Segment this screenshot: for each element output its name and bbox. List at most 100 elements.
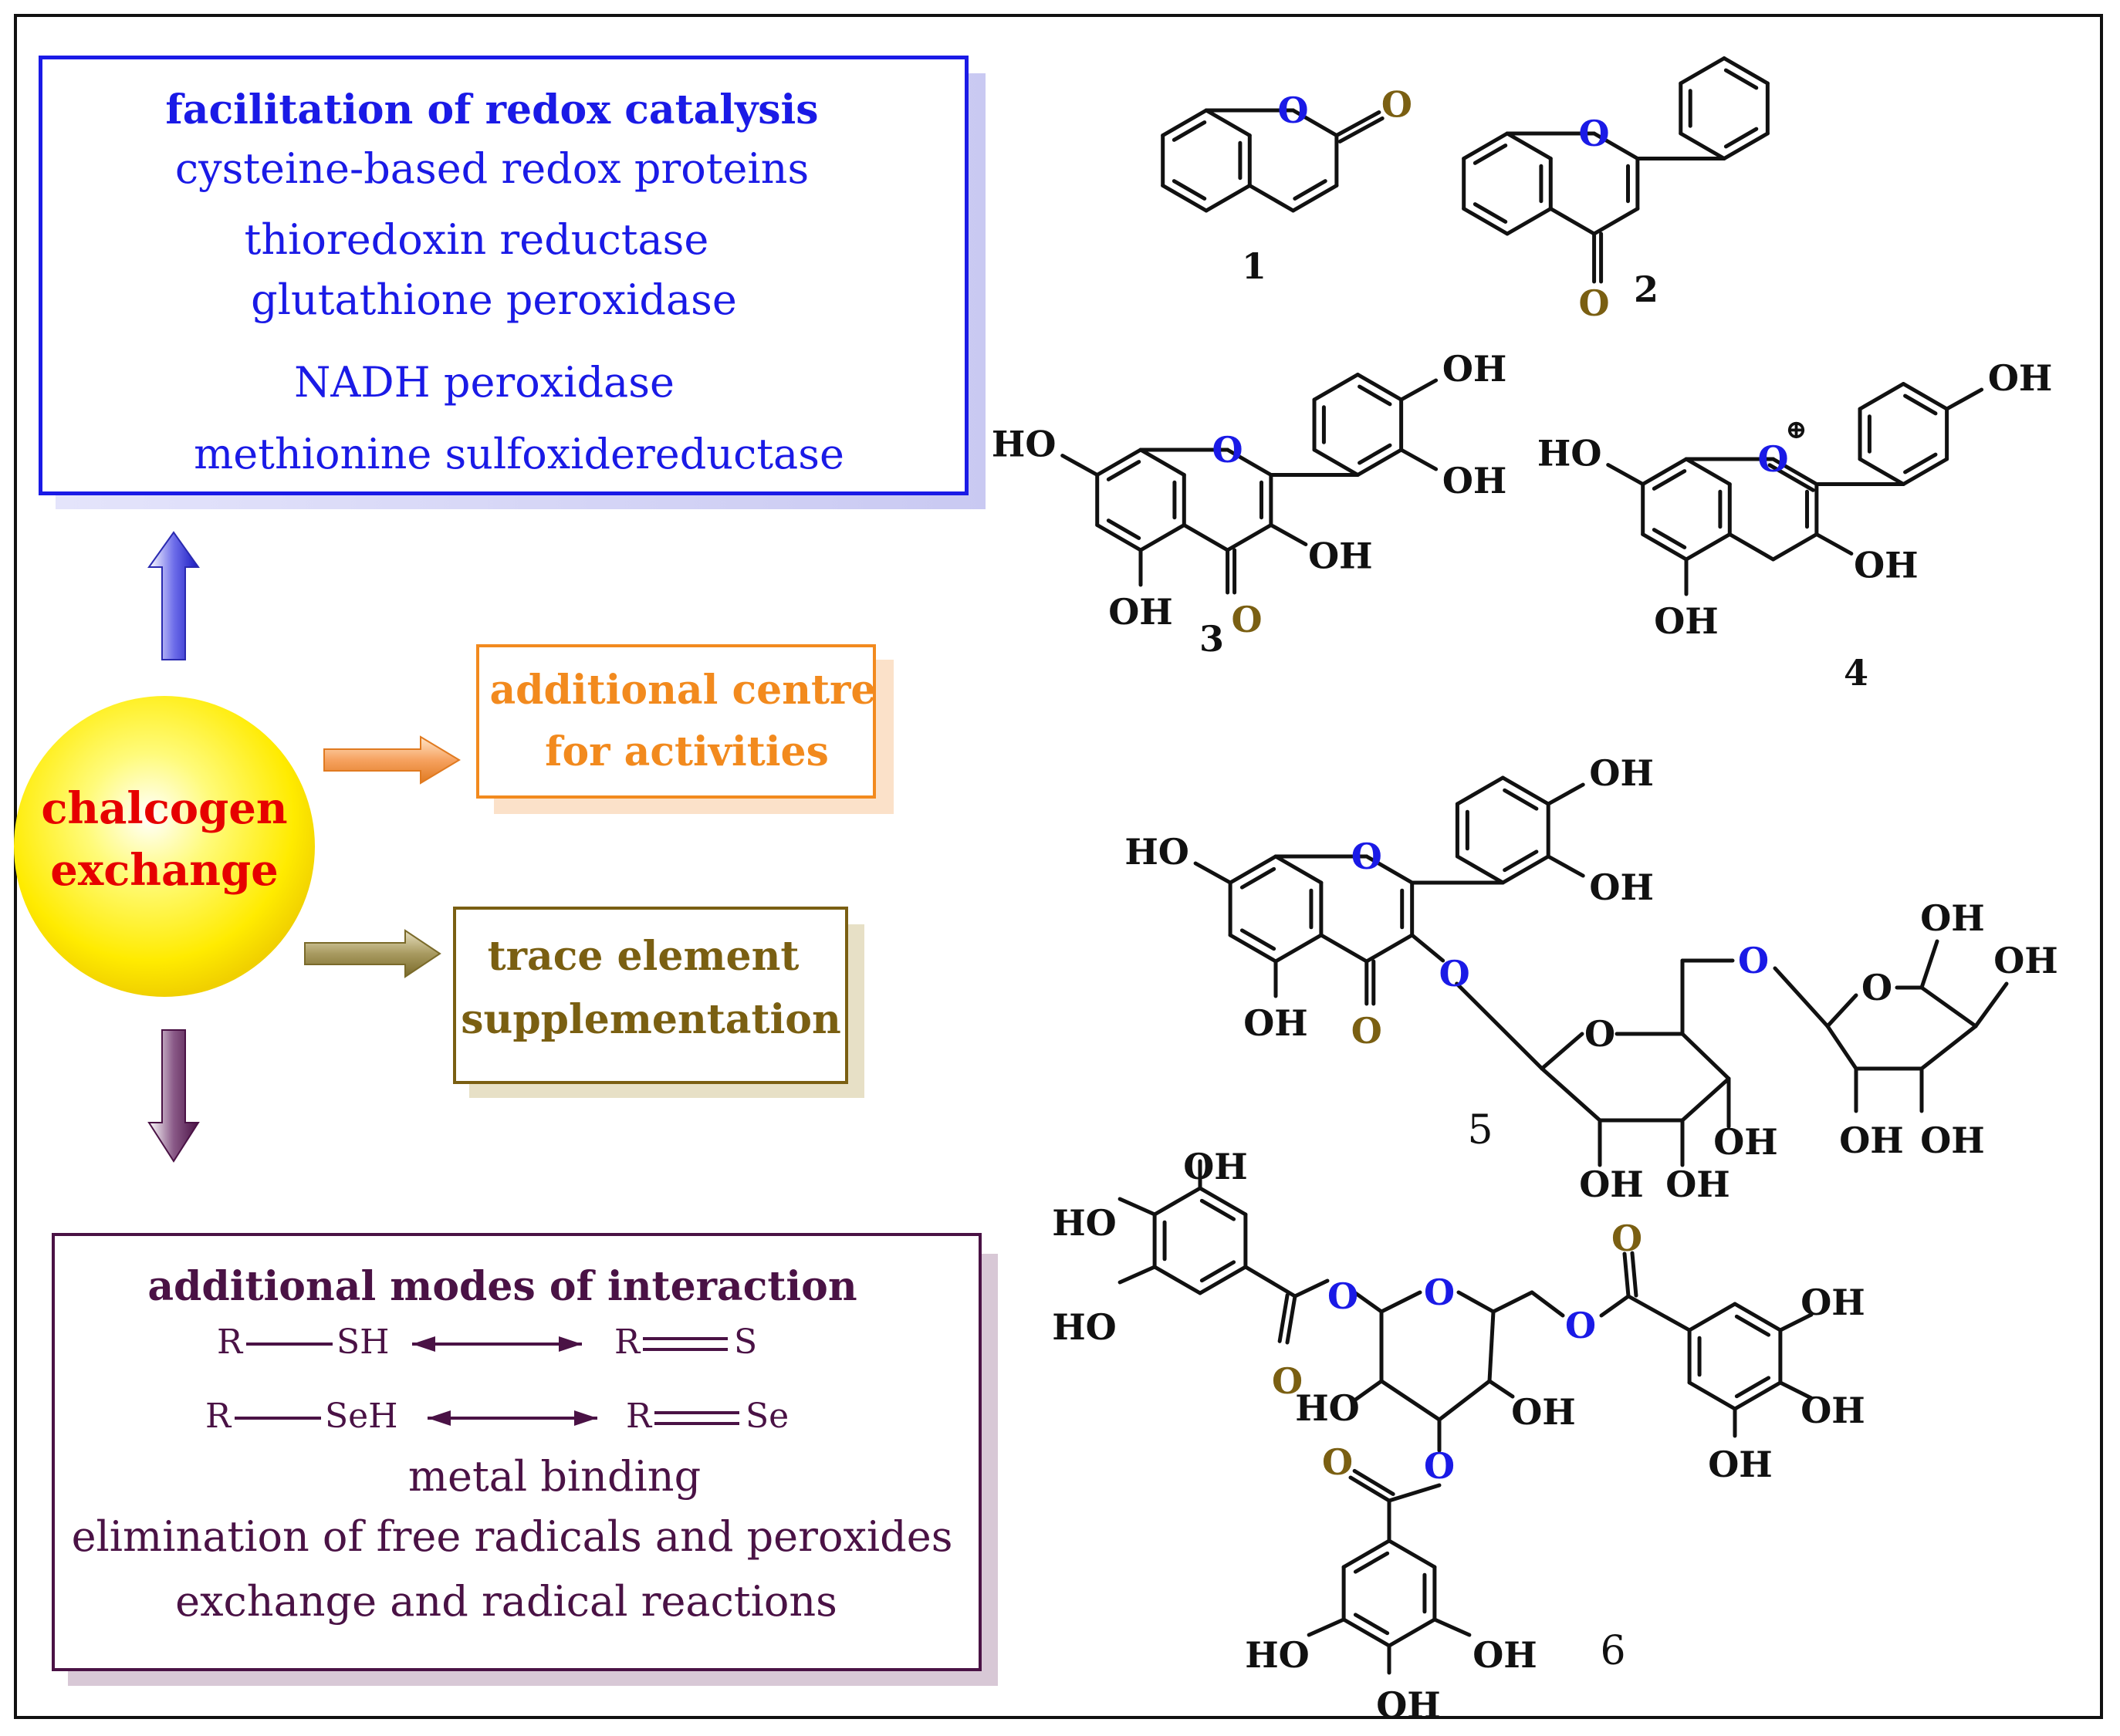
- hydroxyl: OH: [1993, 940, 2058, 981]
- bond: [1630, 1251, 1638, 1298]
- bond: [1312, 448, 1360, 477]
- bond: [1734, 1376, 1771, 1399]
- bond: [1273, 933, 1324, 964]
- modes-box: additional modes of interaction R SH R S…: [52, 1233, 982, 1671]
- bond: [1399, 378, 1439, 402]
- bond: [1355, 448, 1404, 477]
- redox-item: NADH peroxidase: [294, 358, 675, 407]
- compound-label-3: 3: [1199, 618, 1224, 660]
- bond: [1204, 184, 1252, 213]
- compound-label-2: 2: [1634, 269, 1658, 310]
- bond: [1641, 532, 1689, 562]
- bond: [1117, 1265, 1157, 1285]
- bond: [1387, 1483, 1442, 1503]
- carbonyl-oxygen: O: [1322, 1441, 1353, 1483]
- bond: [1727, 532, 1776, 562]
- hydroxyl: OH: [1243, 1002, 1308, 1044]
- hydroxyl: OH: [1579, 1164, 1644, 1205]
- modes-item: exchange and radical reactions: [175, 1577, 837, 1626]
- hydroxyl: OH: [1473, 1634, 1537, 1676]
- bond: [1723, 127, 1759, 149]
- bond: [1652, 469, 1687, 491]
- hydroxyl: OH: [1708, 1444, 1773, 1485]
- bond: [1285, 1294, 1297, 1345]
- bond: [1626, 1294, 1692, 1332]
- eq2-r-right: R: [626, 1397, 652, 1436]
- hydroxyl: OH: [1589, 866, 1654, 908]
- hydroxyl: OH: [1442, 348, 1507, 390]
- redox-item: methionine sulfoxidereductase: [194, 430, 844, 478]
- bond: [1353, 1613, 1390, 1636]
- bond: [1858, 457, 1905, 486]
- right-arrow-orange: [323, 735, 461, 785]
- right-arrow-olive: [304, 929, 441, 978]
- hydroxyl: HO: [1124, 831, 1189, 873]
- bond: [1307, 1617, 1346, 1637]
- compound-label-6: 6: [1600, 1628, 1625, 1674]
- ball-line1: chalcogen: [41, 783, 288, 834]
- bond: [1473, 144, 1508, 165]
- bond: [1858, 382, 1905, 411]
- bond: [1353, 1551, 1390, 1574]
- bond: [1138, 523, 1186, 552]
- hydroxyl: OH: [1854, 545, 1919, 586]
- eq2-seh: SeH: [325, 1397, 398, 1436]
- bond: [1455, 775, 1505, 806]
- bond: [1410, 933, 1445, 963]
- bond: [1723, 68, 1759, 90]
- bond: [1379, 1290, 1422, 1314]
- bond: [1226, 523, 1273, 552]
- bond: [1500, 775, 1550, 806]
- bond: [1487, 1309, 1496, 1383]
- ring-oxygen: O: [1579, 113, 1610, 154]
- eq2-r-left: R: [205, 1397, 232, 1436]
- bond: [1680, 1076, 1731, 1123]
- bond: [1771, 532, 1819, 562]
- bond: [1903, 452, 1938, 475]
- bond: [1204, 108, 1252, 137]
- bond: [1814, 532, 1854, 556]
- bond: [1652, 528, 1687, 549]
- bond: [1106, 518, 1141, 540]
- bond: [1778, 1380, 1814, 1400]
- bond: [1293, 179, 1327, 201]
- bond: [1247, 184, 1296, 213]
- bond: [1491, 1290, 1534, 1314]
- up-arrow: [147, 531, 200, 660]
- redox-heading: facilitation of redox catalysis: [165, 86, 819, 133]
- hydroxyl: HO: [1052, 1306, 1117, 1348]
- bond: [1901, 457, 1949, 486]
- bond: [1172, 120, 1207, 142]
- ester-oxygen: O: [1327, 1275, 1358, 1317]
- bond: [1161, 108, 1209, 137]
- modes-item: elimination of free radicals and peroxid…: [71, 1512, 953, 1561]
- bond: [1733, 1380, 1783, 1411]
- bond: [1432, 1617, 1472, 1637]
- bond: [1473, 202, 1508, 224]
- bond: [1277, 1292, 1290, 1343]
- carbonyl-oxygen: O: [1351, 1010, 1382, 1052]
- bond: [1291, 184, 1339, 213]
- bond: [1546, 782, 1585, 806]
- eq2-se: Se: [746, 1397, 790, 1436]
- bond: [1540, 1066, 1602, 1123]
- activities-line1: additional centre: [489, 667, 877, 714]
- trace-box: trace element supplementation: [453, 907, 848, 1084]
- bond: [1060, 454, 1100, 477]
- bond: [1722, 56, 1770, 86]
- hydroxyl: OH: [1800, 1282, 1865, 1323]
- down-arrow: [147, 1029, 200, 1163]
- hydroxyl: OH: [1511, 1391, 1576, 1433]
- bond: [1364, 854, 1415, 885]
- bond: [1193, 861, 1232, 885]
- bond: [1973, 981, 2009, 1028]
- compound-label-1: 1: [1242, 245, 1266, 287]
- bond: [1341, 1617, 1391, 1648]
- bond: [1352, 1379, 1384, 1403]
- bond: [1679, 56, 1726, 86]
- eq1-r-left: R: [217, 1322, 243, 1362]
- bond: [1228, 933, 1278, 964]
- hydroxyl: OH: [1376, 1684, 1441, 1726]
- bond: [1138, 448, 1186, 477]
